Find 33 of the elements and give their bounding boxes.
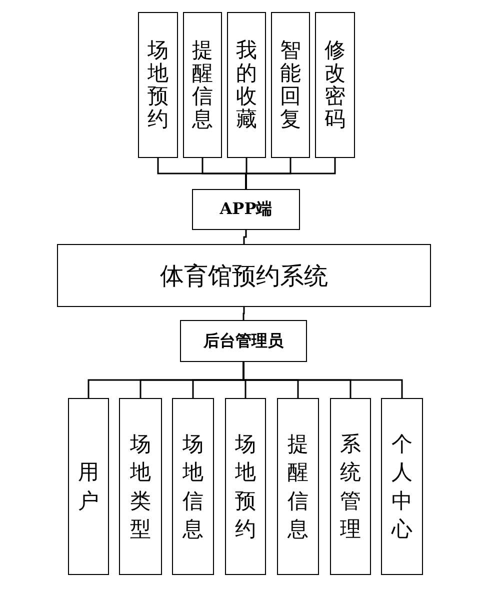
connector-line xyxy=(242,307,245,320)
process-box xyxy=(192,189,300,230)
process-box xyxy=(180,320,307,362)
box-label: 个人中心 xyxy=(392,430,412,543)
box-label: 场地预约 xyxy=(235,430,256,543)
process-box xyxy=(381,398,423,575)
box-label: 提醒信息 xyxy=(192,38,213,132)
box-label: 提醒信息 xyxy=(288,430,308,543)
process-box xyxy=(271,12,310,158)
box-label: 后台管理员 xyxy=(204,330,284,352)
process-box xyxy=(277,398,319,575)
process-box xyxy=(172,398,214,575)
box-label: APP端 xyxy=(220,199,272,220)
box-label: 场地预约 xyxy=(148,38,168,132)
box-label: 系统管理 xyxy=(340,430,361,543)
process-box xyxy=(330,398,371,575)
box-label: 场地信息 xyxy=(182,430,204,543)
box-label: 用户 xyxy=(78,459,99,514)
box-label: 我的收藏 xyxy=(236,38,257,132)
process-box xyxy=(227,12,266,158)
box-label: 智能回复 xyxy=(280,38,301,132)
process-box xyxy=(57,244,431,307)
process-box xyxy=(68,398,109,575)
connector-line xyxy=(245,158,336,189)
process-box xyxy=(138,12,178,158)
process-box xyxy=(315,12,355,158)
box-label: 体育馆预约系统 xyxy=(160,260,328,292)
box-label: 场地类型 xyxy=(130,430,151,543)
process-box xyxy=(225,398,266,575)
connector-line xyxy=(243,230,247,244)
process-box xyxy=(119,398,162,575)
process-box xyxy=(183,12,222,158)
box-label: 修改密码 xyxy=(324,38,346,132)
